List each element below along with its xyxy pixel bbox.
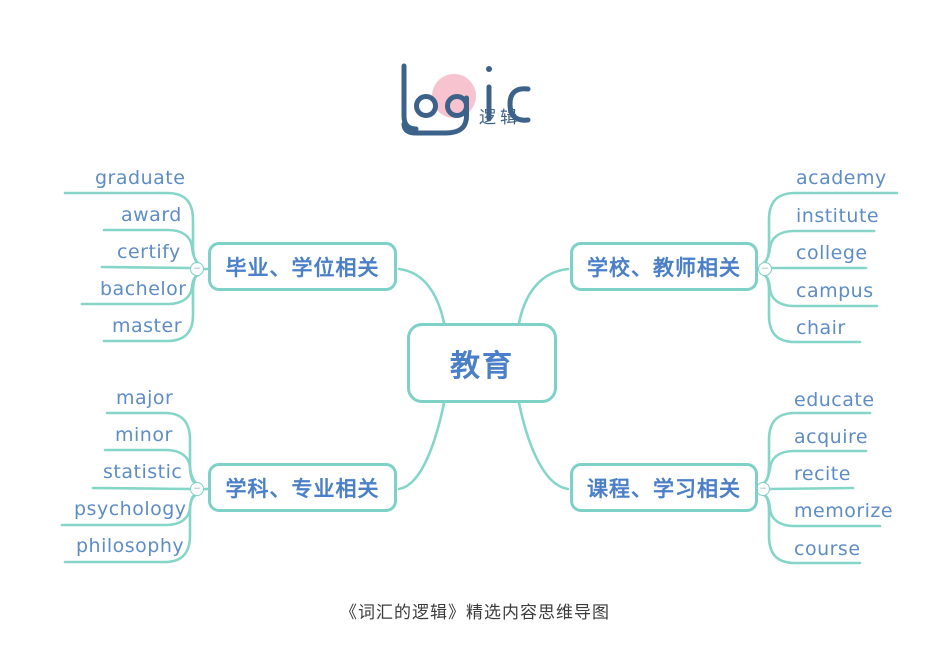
leafline-recite [767, 486, 855, 491]
leaf-course[interactable]: course [794, 538, 861, 560]
caption: 《词汇的逻辑》精选内容思维导图 [340, 603, 610, 623]
leaf-institute[interactable]: institute [796, 205, 880, 227]
leaf-recite[interactable]: recite [794, 463, 851, 485]
logic-logo [401, 63, 531, 136]
collapse-button-top-left[interactable]: − [190, 262, 204, 276]
leafline-institute [762, 229, 876, 265]
connector-central-topright [517, 267, 570, 325]
branch-node-label: 学校、教师相关 [587, 255, 741, 280]
branch-node-school-teacher[interactable]: 学校、教师相关 [570, 242, 758, 291]
leafline-minor [103, 448, 198, 485]
leaf-statistic[interactable]: statistic [103, 461, 183, 483]
leafline-award [102, 228, 200, 265]
leaf-major[interactable]: major [116, 387, 174, 409]
connector-central-bottomright [517, 401, 570, 491]
leafline-course [762, 493, 862, 565]
minus-icon: − [759, 483, 767, 494]
leaf-master[interactable]: master [112, 315, 183, 337]
collapse-button-top-right[interactable]: − [758, 262, 772, 276]
leafline-philosophy [63, 493, 197, 564]
leaf-certify[interactable]: certify [117, 241, 181, 263]
connector-central-bottomleft [397, 401, 446, 491]
leaf-minor[interactable]: minor [115, 424, 173, 446]
branch-node-label: 课程、学习相关 [587, 476, 741, 501]
collapse-button-bottom-left[interactable]: − [190, 482, 204, 496]
leaf-memorize[interactable]: memorize [794, 500, 894, 522]
connector-central-topleft [397, 267, 446, 325]
leaf-acquire[interactable]: acquire [794, 426, 869, 448]
leaf-campus[interactable]: campus [796, 280, 874, 302]
collapse-button-bottom-right[interactable]: − [756, 482, 770, 496]
leafline-master [102, 273, 200, 343]
branch-node-label: 学科、专业相关 [225, 476, 380, 501]
logo-subtitle: 逻辑 [479, 108, 521, 128]
leaf-graduate[interactable]: graduate [95, 167, 186, 189]
leafline-statistic [91, 486, 193, 491]
leaf-academy[interactable]: academy [796, 167, 887, 189]
branch-node-subject-major[interactable]: 学科、专业相关 [208, 463, 397, 512]
leaf-psychology[interactable]: psychology [74, 498, 187, 520]
central-node-label: 教育 [450, 349, 514, 384]
minus-icon: − [761, 263, 769, 274]
branch-node-label: 毕业、学位相关 [225, 255, 380, 280]
leaf-educate[interactable]: educate [794, 389, 875, 411]
minus-icon: − [193, 263, 201, 274]
leaf-award[interactable]: award [121, 204, 182, 226]
leaf-philosophy[interactable]: philosophy [76, 535, 185, 557]
branch-node-graduation-degree[interactable]: 毕业、学位相关 [208, 242, 397, 291]
leafline-certify [100, 265, 193, 270]
minus-icon: − [193, 483, 201, 494]
leafline-chair [762, 273, 862, 344]
leaf-bachelor[interactable]: bachelor [100, 278, 187, 300]
central-node-education[interactable]: 教育 [407, 323, 557, 403]
branch-node-course-study[interactable]: 课程、学习相关 [570, 463, 758, 512]
leaf-chair[interactable]: chair [796, 317, 846, 339]
leaf-college[interactable]: college [796, 242, 868, 264]
leafline-acquire [762, 449, 868, 485]
